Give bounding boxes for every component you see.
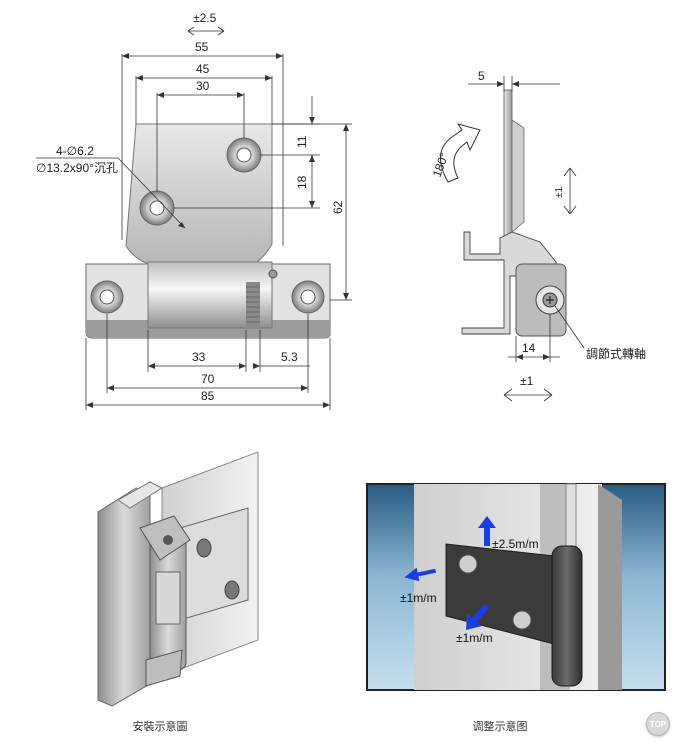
dim-55-label: 55 <box>195 40 209 54</box>
dim-62-label: 62 <box>331 200 345 214</box>
dim-11-label: 11 <box>295 135 309 148</box>
mounting-hole-upper <box>226 137 262 173</box>
mounting-hole-middle <box>139 190 175 226</box>
hole-callout-line2: ∅13.2x90°沉孔 <box>36 161 118 175</box>
adjust-caption: 调整示意图 <box>472 721 528 733</box>
back-to-top-button[interactable]: TOP <box>646 712 670 736</box>
dim-30-label: 30 <box>196 79 210 93</box>
tol-top-label: ±2.5 <box>193 11 217 25</box>
dim-18-label: 18 <box>295 175 309 189</box>
dim-70-label: 70 <box>201 372 215 386</box>
hole-callout-line1: 4-∅6.2 <box>56 144 94 158</box>
mounting-hole-right <box>291 280 325 314</box>
dim-45-label: 45 <box>196 62 210 76</box>
mounting-hole-left <box>90 280 124 314</box>
dim-5-3-label: 5.3 <box>281 350 298 364</box>
dim-85-label: 85 <box>201 389 215 403</box>
dim-33-label: 33 <box>192 350 206 364</box>
install-caption: 安裝示意圖 <box>132 721 188 733</box>
